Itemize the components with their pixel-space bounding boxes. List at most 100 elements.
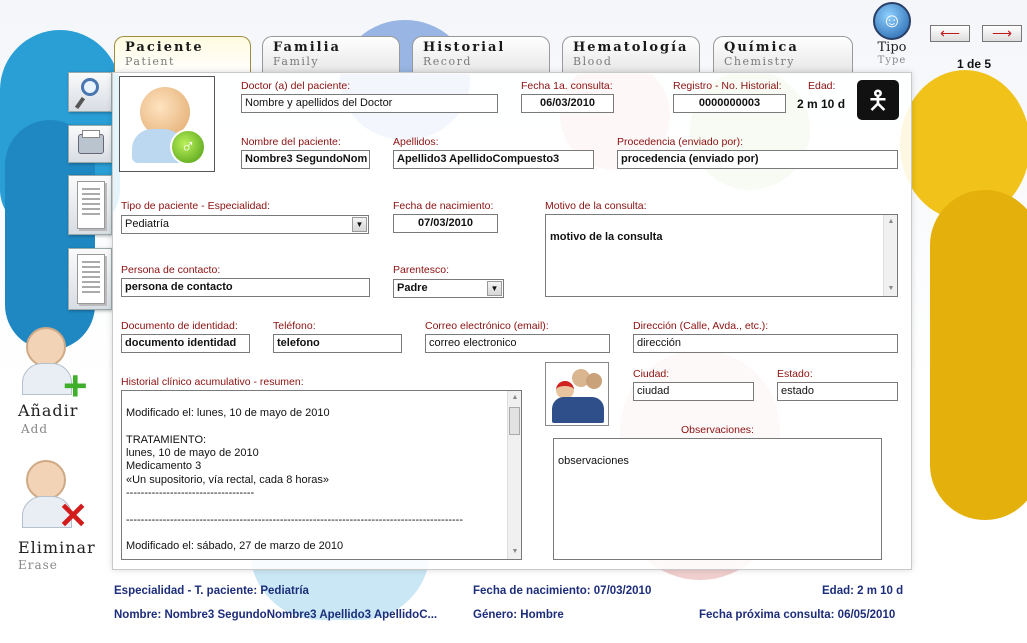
tab-sublabel: Family (273, 55, 320, 68)
birthdate-label: Fecha de nacimiento: (393, 200, 494, 212)
scrollbar[interactable]: ▲▼ (883, 215, 897, 296)
report2-button[interactable] (68, 248, 112, 310)
id-document-label: Documento de identidad: (121, 320, 238, 332)
chevron-down-icon: ▼ (487, 281, 502, 296)
history-label: Historial clínico acumulativo - resumen: (121, 376, 304, 388)
tipo-label: Tipo (877, 40, 907, 55)
tab-quimica[interactable]: Química Chemistry (713, 36, 853, 74)
history-textarea[interactable]: Modificado el: lunes, 10 de mayo de 2010… (121, 390, 522, 560)
id-document-field[interactable]: documento identidad (121, 334, 250, 353)
tab-historial[interactable]: Historial Record (412, 36, 550, 74)
referred-by-field[interactable]: procedencia (enviado por) (617, 150, 898, 169)
address-label: Dirección (Calle, Avda., etc.): (633, 320, 769, 332)
patient-name-label: Nombre del paciente: (241, 136, 341, 148)
magnifier-icon (81, 78, 99, 96)
chevron-down-icon: ▼ (352, 217, 367, 232)
phone-label: Teléfono: (273, 320, 316, 332)
observations-textarea[interactable]: observaciones (553, 438, 882, 560)
tab-paciente[interactable]: Paciente Patient (114, 36, 251, 74)
doctor-remove-icon (26, 460, 66, 500)
record-number-field[interactable]: 0000000003 (673, 94, 786, 113)
age-label: Edad: (808, 80, 836, 92)
patient-photo[interactable]: ♂ (119, 76, 215, 172)
tab-label: Historial (423, 40, 506, 55)
first-visit-field[interactable]: 06/03/2010 (521, 94, 614, 113)
male-person-icon[interactable]: 🯅 (857, 80, 899, 120)
footer-age: Edad: 2 m 10 d (822, 585, 904, 597)
tipo-button[interactable]: ☺ Tipo Type (870, 2, 914, 70)
search-button[interactable] (68, 72, 112, 112)
patient-type-label: Tipo de paciente - Especialidad: (121, 200, 271, 212)
people-group-icon (572, 369, 590, 387)
tab-sublabel: Record (423, 55, 472, 68)
tab-label: Paciente (125, 40, 204, 55)
city-label: Ciudad: (633, 368, 670, 380)
add-sublabel: Add (21, 422, 49, 436)
tab-label: Familia (273, 40, 341, 55)
observations-label: Observaciones: (681, 424, 754, 436)
history-text: Modificado el: lunes, 10 de mayo de 2010… (126, 407, 464, 553)
user-type-icon: ☺ (873, 2, 911, 40)
age-value: 2 m 10 d (797, 97, 846, 111)
observations-text: observaciones (558, 455, 629, 468)
relationship-label: Parentesco: (393, 264, 450, 276)
print-button[interactable] (68, 125, 112, 163)
arrow-left-icon: ⟵ (939, 25, 961, 41)
doctor-field[interactable]: Nombre y apellidos del Doctor (241, 94, 498, 113)
prev-record-button[interactable]: ⟵ (930, 25, 970, 42)
reason-text: motivo de la consulta (550, 231, 663, 244)
surname-label: Apellidos: (393, 136, 439, 148)
baby-avatar-icon (140, 87, 190, 137)
tipo-sublabel: Type (877, 55, 907, 66)
surname-field[interactable]: Apellido3 ApellidoCompuesto3 (393, 150, 594, 169)
record-counter: 1 de 5 (957, 57, 992, 71)
erase-patient-button[interactable]: ✕ Eliminar Erase (18, 458, 108, 576)
add-label: Añadir (18, 401, 79, 420)
document-icon (77, 181, 105, 229)
footer-birthdate: Fecha de nacimiento: 07/03/2010 (473, 585, 652, 597)
state-field[interactable]: estado (777, 382, 898, 401)
reason-label: Motivo de la consulta: (545, 200, 647, 212)
address-field[interactable]: dirección (633, 334, 898, 353)
phone-field[interactable]: telefono (273, 334, 402, 353)
footer-name: Nombre: Nombre3 SegundoNombre3 Apellido3… (114, 609, 438, 621)
footer-next-visit: Fecha próxima consulta: 06/05/2010 (699, 609, 896, 621)
tab-hematologia[interactable]: Hematología Blood (562, 36, 700, 74)
next-record-button[interactable]: ⟶ (982, 25, 1022, 42)
first-visit-label: Fecha 1a. consulta: (521, 80, 613, 92)
record-number-label: Registro - No. Historial: (673, 80, 782, 92)
patient-type-select[interactable]: Pediatría ▼ (121, 215, 369, 234)
patient-name-field[interactable]: Nombre3 SegundoNom (241, 150, 370, 169)
relationship-select[interactable]: Padre ▼ (393, 279, 504, 298)
scrollbar[interactable]: ▲ ▼ (507, 391, 521, 559)
add-patient-button[interactable]: + Añadir Add (18, 325, 103, 440)
report-button[interactable] (68, 175, 112, 235)
email-label: Correo electrónico (email): (425, 320, 549, 332)
contact-label: Persona de contacto: (121, 264, 221, 276)
family-contacts-button[interactable] (545, 362, 609, 426)
patient-type-value: Pediatría (125, 218, 170, 230)
footer-specialty: Especialidad - T. paciente: Pediatría (114, 585, 309, 597)
erase-label: Eliminar (18, 538, 96, 557)
tab-familia[interactable]: Familia Family (262, 36, 400, 74)
tab-sublabel: Blood (573, 55, 613, 68)
tab-sublabel: Chemistry (724, 55, 795, 68)
birthdate-field[interactable]: 07/03/2010 (393, 214, 498, 233)
doctor-label: Doctor (a) del paciente: (241, 80, 351, 92)
state-label: Estado: (777, 368, 813, 380)
tab-sublabel: Patient (125, 55, 175, 68)
referred-by-label: Procedencia (enviado por): (617, 136, 744, 148)
male-symbol-icon: ♂ (170, 129, 206, 165)
doctor-add-icon (26, 327, 66, 367)
relationship-value: Padre (397, 282, 428, 294)
document-list-icon (77, 254, 105, 304)
reason-textarea[interactable]: motivo de la consulta ▲▼ (545, 214, 898, 297)
arrow-right-icon: ⟶ (991, 25, 1013, 41)
erase-sublabel: Erase (18, 558, 58, 572)
contact-field[interactable]: persona de contacto (121, 278, 370, 297)
tab-label: Química (724, 40, 799, 55)
email-field[interactable]: correo electronico (425, 334, 610, 353)
tab-label: Hematología (573, 40, 689, 55)
footer-gender: Género: Hombre (473, 609, 564, 621)
city-field[interactable]: ciudad (633, 382, 754, 401)
